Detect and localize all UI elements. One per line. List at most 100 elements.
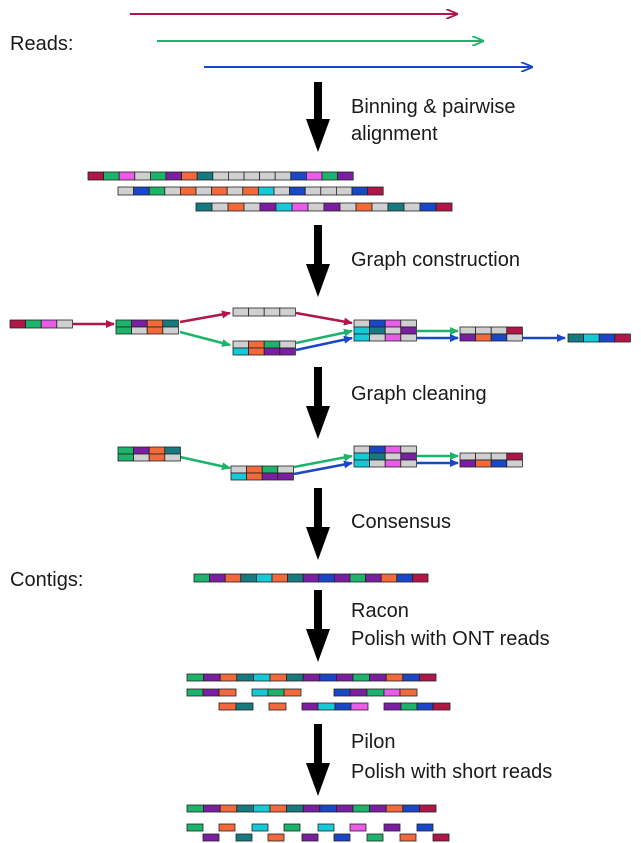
sequence-cell [475,333,492,342]
graph-node [567,333,631,343]
sequence-cell [117,453,135,462]
sequence-cell [335,673,354,682]
sequence-cell [277,465,294,474]
sequence-cell [162,319,179,328]
sequence-cell [490,333,508,342]
step-arrow-pilon [306,724,330,796]
sequence-cell [352,673,371,682]
sequence-cell [115,319,133,328]
sequence-cell [400,445,417,454]
sequence-cell [103,171,120,181]
step-label-pilon-line-1: Pilon [351,731,395,753]
sequence-cell [318,573,335,583]
sequence-cell [131,326,148,335]
sequence-cell [369,445,386,454]
sequence-cell [146,319,164,328]
sequence-cell [195,186,213,196]
step-label-consensus: Consensus [351,511,451,533]
sequence-cell [411,573,429,583]
sequence-cell [400,319,417,328]
sequence-cell [248,340,265,349]
read-fragment [349,688,368,697]
sequence-cell [475,452,492,461]
sequence-cell [211,202,229,212]
sequence-cell [337,171,354,181]
sequence-cell [567,333,585,343]
read-fragment [334,702,352,711]
sequence-cell [212,171,229,181]
sequence-cell [252,673,271,682]
graph-node [232,340,296,349]
read-fragment [350,702,369,711]
step-arrow-racon [306,590,330,662]
step-label-consensus-line-1: Consensus [351,511,451,533]
graph-node [353,445,417,454]
sequence-cell [243,202,261,212]
sequence-cell [133,446,150,455]
polish-contig-row [186,673,437,682]
read-fragment [317,702,336,711]
sequence-cell [279,307,296,317]
sequence-cell [246,465,263,474]
sequence-cell [275,202,293,212]
sequence-cell [402,804,420,813]
read-fragment [399,688,418,697]
sequence-cell [304,186,322,196]
read-fragment [383,702,402,711]
sequence-cell [369,326,386,335]
sequence-cell [490,452,508,461]
read-fragment [399,833,417,842]
sequence-cell [400,459,417,468]
read-fragment [251,688,269,697]
sequence-cell [133,186,150,196]
sequence-cell [232,340,250,349]
sequence-cell [195,202,213,212]
graph-node [459,333,523,342]
sequence-cell [179,186,197,196]
step-label-binning-line-2: alignment [351,123,438,145]
sequence-cell [506,459,523,468]
sequence-cell [203,804,221,813]
sequence-cell [230,465,248,474]
sequence-cell [349,573,367,583]
sequence-cell [400,326,417,335]
sequence-cell [232,307,250,317]
step-label-binning-line-1: Binning & pairwise [351,96,516,118]
graph-cleaning-edges [179,452,459,476]
read-fragment [333,833,351,842]
read-fragment [268,702,287,711]
sequence-cell [369,673,387,682]
sequence-cell [351,186,369,196]
sequence-cell [193,573,211,583]
sequence-cell [384,452,402,461]
sequence-cell [400,333,417,342]
sequence-cell [117,186,135,196]
sequence-cell [435,202,453,212]
graph-node [353,452,417,461]
sequence-cell [402,673,420,682]
ont-read-row [186,688,418,697]
sequence-cell [219,673,238,682]
sequence-cell [203,673,221,682]
graph-node [117,446,181,455]
sequence-cell [384,319,402,328]
step-label-pilon: Pilon Polish with short reads [351,731,552,783]
sequence-cell [9,319,27,329]
sequence-cell [384,459,402,468]
sequence-cell [369,452,386,461]
ont-read-row [218,702,451,711]
sequence-cell [277,472,294,481]
sequence-cell [274,171,292,181]
sequence-cell [232,347,250,356]
sequence-cell [133,453,150,462]
sequence-cell [165,171,183,181]
read-fragment [235,702,254,711]
sequence-cell [384,445,402,454]
contig-row [193,573,429,583]
sequence-cell [355,202,373,212]
step-label-racon: Racon Polish with ONT reads [351,600,550,650]
sequence-cell [261,472,279,481]
step-label-graph-cleaning: Graph cleaning [351,383,487,405]
read-fragment [333,688,351,697]
sequence-cell [164,446,181,455]
